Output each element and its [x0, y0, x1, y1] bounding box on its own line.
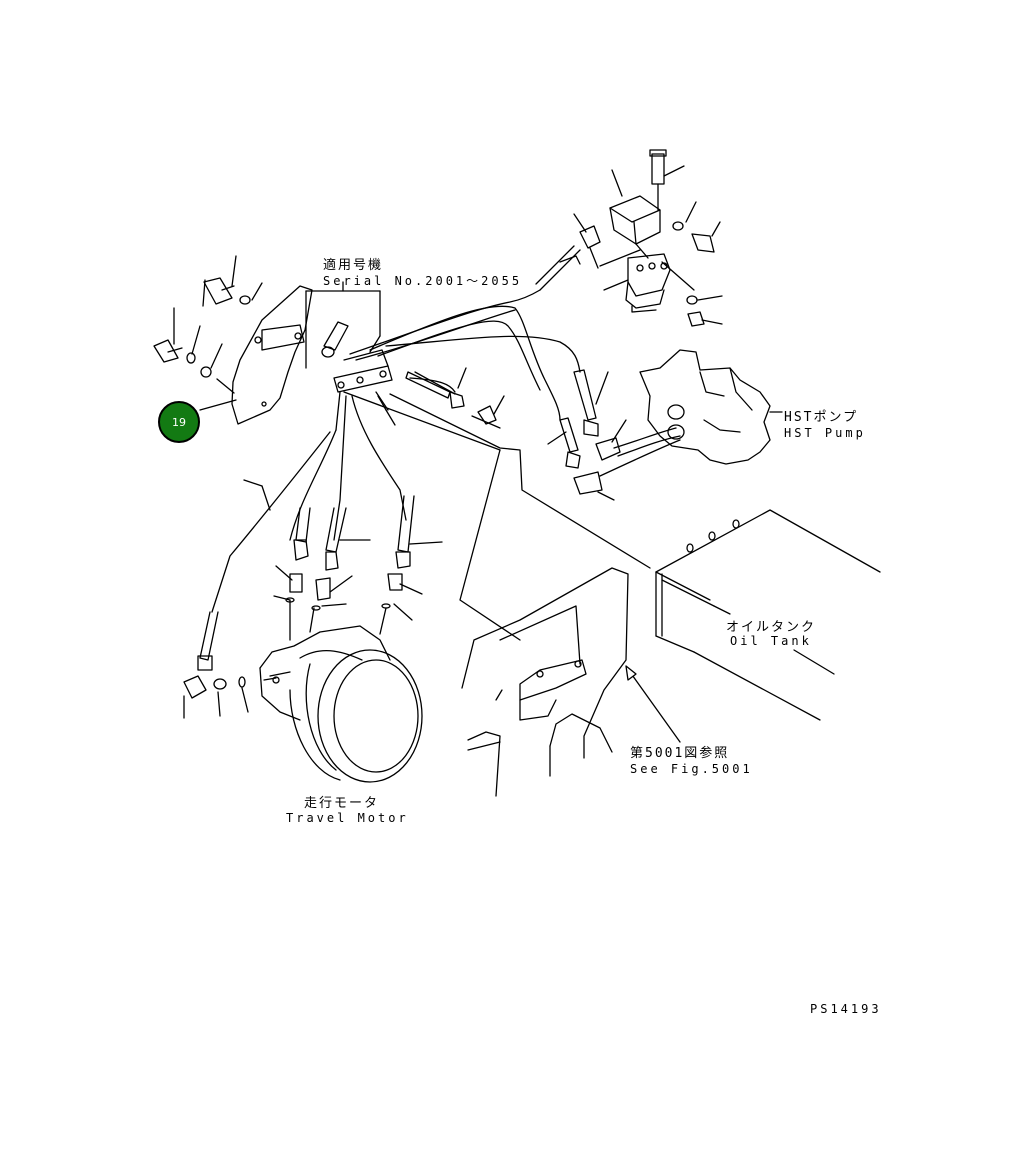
serial-label-jp: 適用号機: [323, 258, 384, 273]
hst-pump-label-en: HST Pump: [784, 426, 866, 440]
valve-assembly: [573, 149, 723, 327]
travel-motor-label-en: Travel Motor: [286, 811, 409, 825]
see-fig-label-jp: 第5001図参照: [630, 746, 730, 761]
hoses-upper: [349, 245, 581, 421]
see-fig-label-en: See Fig.5001: [630, 762, 753, 776]
oil-tank-label-en: Oil Tank: [730, 634, 812, 648]
lower-hoses: [183, 395, 443, 719]
serial-bracket: [305, 281, 381, 369]
bracket-plate: [231, 285, 313, 425]
hst-pump-label-jp: HSTポンプ: [784, 410, 859, 425]
hst-pump: [639, 349, 783, 465]
see-fig-arrow: [625, 665, 681, 743]
drawing-number: PS14193: [810, 1002, 882, 1016]
hose-manifold: [333, 349, 396, 426]
bolts-left: [153, 255, 263, 411]
oil-tank: [655, 509, 881, 721]
oil-tank-label-jp: オイルタンク: [726, 620, 817, 635]
serial-label-no: Serial No.2001～2055: [323, 274, 523, 288]
part-callout-19[interactable]: 19: [158, 401, 200, 443]
travel-motor-label-jp: 走行モータ: [304, 796, 380, 811]
tank-lines: [335, 371, 651, 641]
upper-fittings: [405, 367, 681, 501]
frame-assembly: [461, 567, 629, 797]
travel-motor: [259, 625, 423, 783]
